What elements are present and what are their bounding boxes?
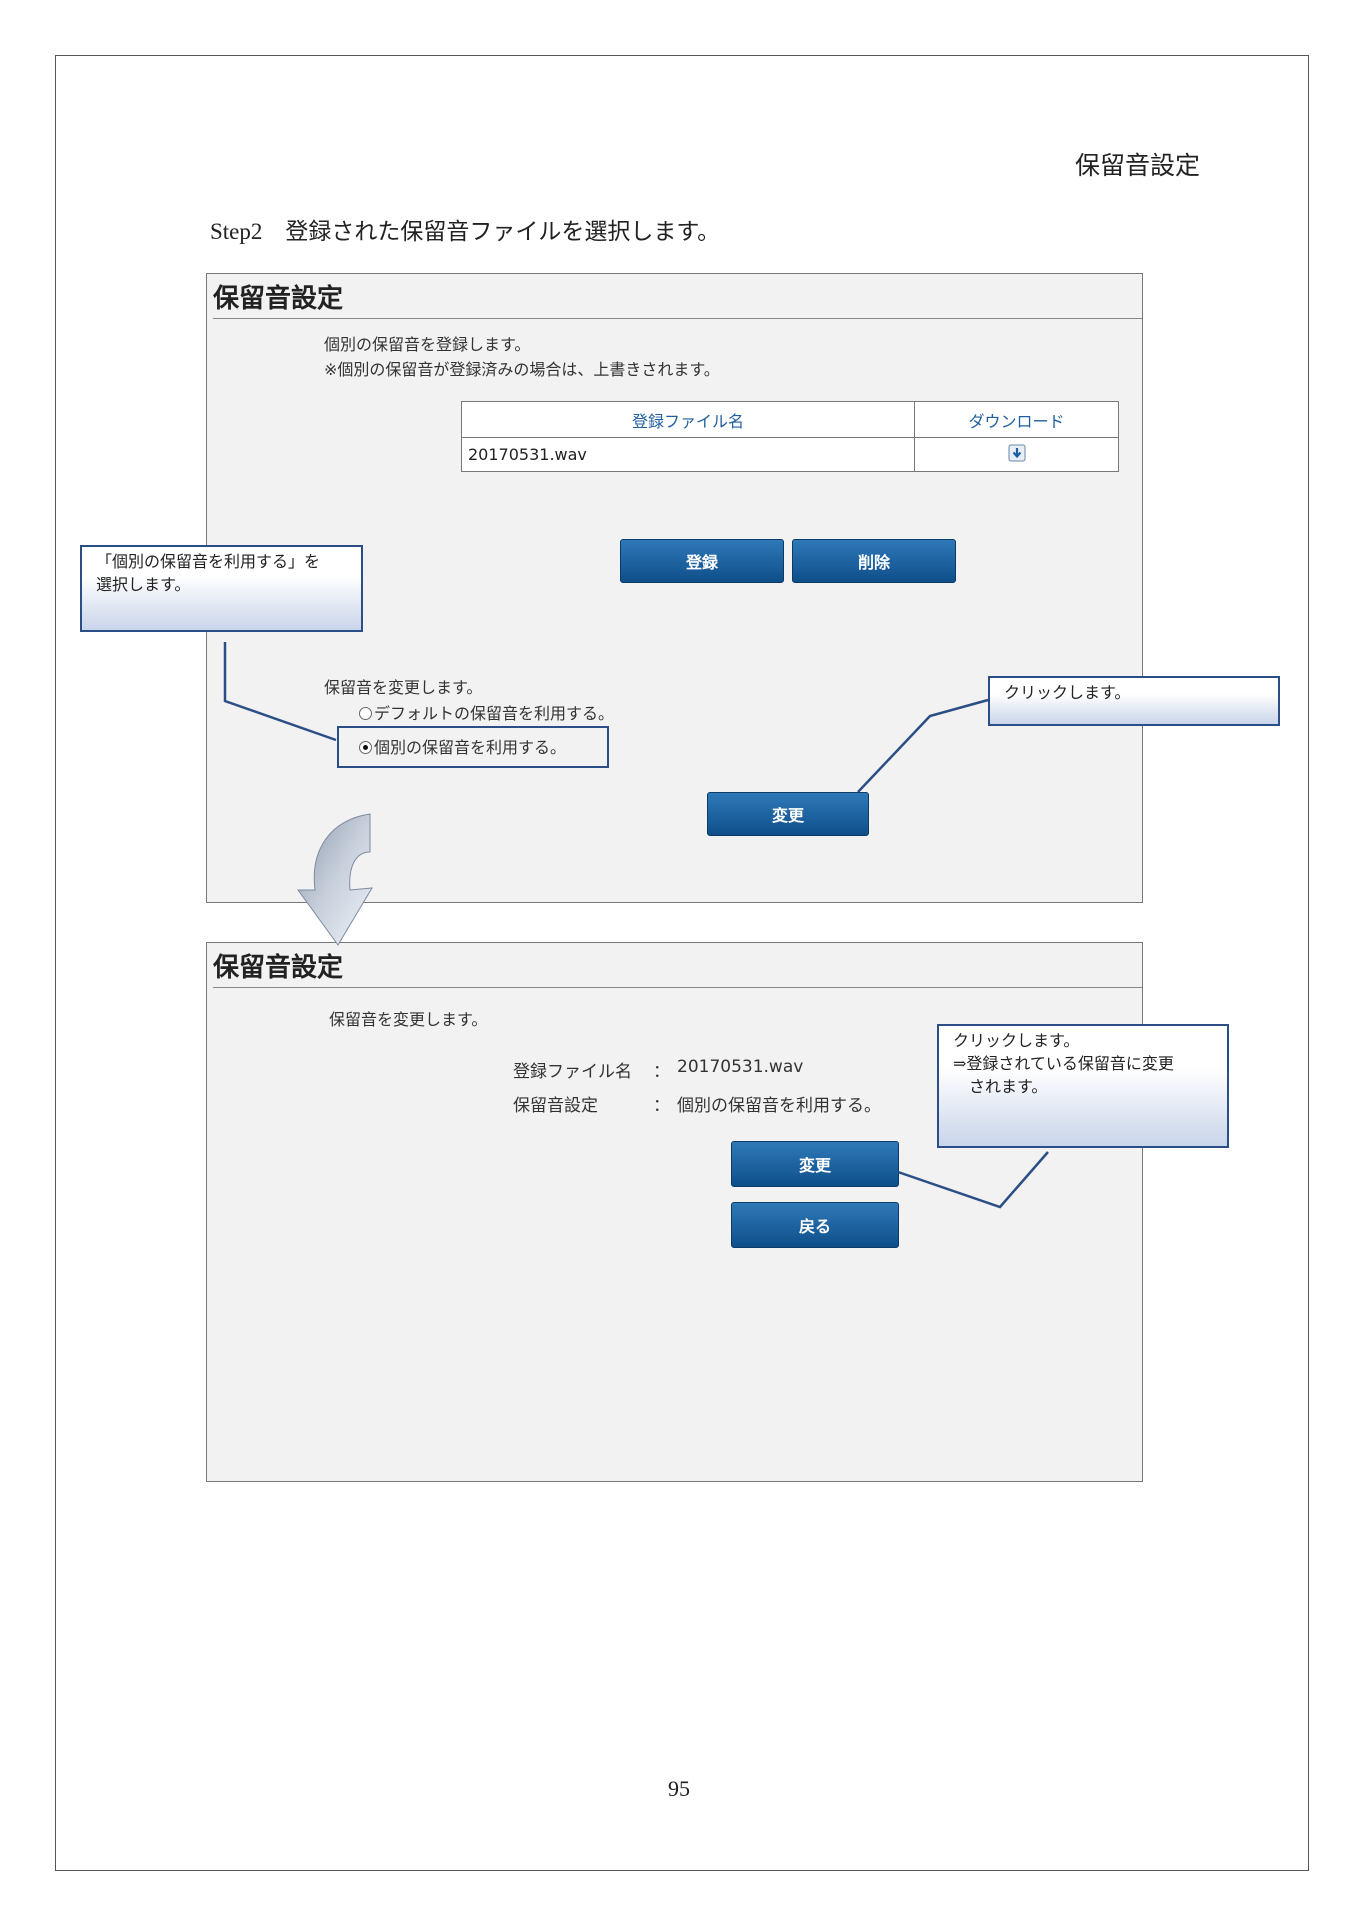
radio-individual[interactable] [359, 741, 372, 754]
step-instruction: Step2 登録された保留音ファイルを選択します。 [210, 219, 721, 244]
callout-line: されます。 [953, 1079, 1048, 1097]
hold-setting-label: 保留音設定 [513, 1096, 598, 1116]
panel-title: 保留音設定 [213, 953, 344, 983]
confirm-change-button[interactable]: 変更 [731, 1141, 899, 1187]
radio-individual-label: 個別の保留音を利用する。 [374, 738, 567, 757]
panel-divider [213, 987, 1142, 988]
callout-click-change: クリックします。 [988, 676, 1280, 726]
callout-line: 選択します。 [96, 577, 191, 595]
radio-individual-option[interactable]: 個別の保留音を利用する。 [359, 734, 566, 758]
page-number: 95 [668, 1776, 690, 1801]
panel-title: 保留音設定 [213, 284, 344, 314]
callout-line: 「個別の保留音を利用する」を [96, 554, 321, 571]
panel-divider [213, 318, 1142, 319]
connector-line-change [857, 698, 989, 793]
separator: ： [653, 1062, 670, 1082]
change-description: 保留音を変更します。 [329, 1010, 488, 1029]
back-button[interactable]: 戻る [731, 1202, 899, 1248]
file-name-label: 登録ファイル名 [513, 1062, 632, 1082]
callout-line: ⇒登録されている保留音に変更 [953, 1056, 1174, 1074]
register-button[interactable]: 登録 [620, 539, 784, 583]
registered-files-table: 登録ファイル名 ダウンロード 20170531.wav [461, 401, 1119, 472]
page-frame [55, 55, 1309, 1871]
file-name-value: 20170531.wav [677, 1057, 804, 1077]
callout-select-radio: 「個別の保留音を利用する」を 選択します。 [80, 545, 363, 632]
connector-line-radio [223, 642, 337, 742]
change-button[interactable]: 変更 [707, 792, 869, 836]
delete-button[interactable]: 削除 [792, 539, 956, 583]
column-download: ダウンロード [914, 401, 1119, 438]
table-row: 20170531.wav [461, 437, 1119, 472]
curved-arrow-icon [297, 813, 373, 946]
callout-line: クリックします。 [1004, 685, 1131, 702]
download-icon[interactable] [1008, 444, 1026, 462]
radio-default[interactable] [359, 707, 372, 720]
change-description: 保留音を変更します。 [324, 678, 483, 697]
register-description: 個別の保留音を登録します。 [324, 335, 531, 354]
radio-highlight-box [337, 726, 609, 768]
separator: ： [653, 1096, 670, 1116]
callout-click-confirm: クリックします。 ⇒登録されている保留音に変更 されます。 [937, 1024, 1229, 1148]
radio-default-label: デフォルトの保留音を利用する。 [374, 704, 615, 723]
table-header-row: 登録ファイル名 ダウンロード [461, 401, 1119, 438]
file-name-cell: 20170531.wav [461, 437, 915, 472]
callout-line: クリックします。 [953, 1033, 1080, 1050]
hold-setting-value: 個別の保留音を利用する。 [677, 1096, 881, 1116]
radio-default-option[interactable]: デフォルトの保留音を利用する。 [359, 700, 614, 724]
header-section-title: 保留音設定 [1074, 153, 1200, 180]
overwrite-note: ※個別の保留音が登録済みの場合は、上書きされます。 [324, 360, 720, 379]
connector-line-confirm [897, 1151, 1049, 1209]
column-file-name: 登録ファイル名 [461, 401, 915, 438]
download-cell [914, 437, 1119, 472]
